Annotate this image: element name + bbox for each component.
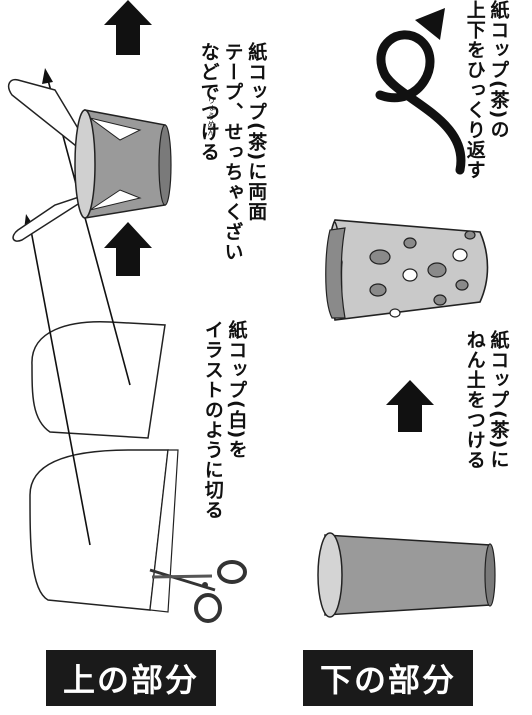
section-label-bottom: 下の部分 — [303, 650, 473, 706]
top-step2-caption: 紙コップ(茶)に両面 テープ、せっちゃくざい などでつける — [196, 42, 268, 312]
bottom-step2-caption: 紙コップ(茶)の 上下をひっくり返す — [462, 0, 510, 200]
top-step1-line1: 紙コップ(白)を — [225, 320, 248, 460]
bottom-step2-line1: 紙コップ(茶)の — [487, 0, 510, 140]
bottom-step1-line1: 紙コップ(茶)に — [487, 330, 510, 470]
assembled-top-cup — [7, 78, 172, 242]
scissors-icon — [149, 560, 247, 623]
bottom-step1-line2: ねん土をつける — [463, 330, 486, 470]
plain-brown-cup — [317, 532, 496, 618]
up-arrow-icon — [386, 380, 434, 432]
top-step2-line3: などでつける — [197, 42, 220, 162]
clay-covered-cup — [325, 219, 489, 321]
up-arrow-icon — [104, 222, 152, 276]
bottom-step2-line2: 上下をひっくり返す — [463, 0, 486, 180]
top-step1-line2: イラストのように切る — [201, 320, 224, 520]
top-step2-line2: テープ、せっちゃくざい — [221, 42, 244, 262]
top-step2-line1: 紙コップ(茶)に両面 — [245, 42, 268, 222]
bottom-step1-caption: 紙コップ(茶)に ねん土をつける — [462, 330, 510, 580]
up-arrow-icon — [104, 0, 152, 55]
cut-white-cup-piece-1 — [29, 449, 179, 613]
top-step1-caption: 紙コップ(白)を イラストのように切る — [200, 320, 248, 560]
top-step2-ruby: りょうめん — [207, 96, 216, 136]
section-label-top: 上の部分 — [46, 650, 216, 706]
flip-loop-arrow-icon — [375, 8, 466, 175]
